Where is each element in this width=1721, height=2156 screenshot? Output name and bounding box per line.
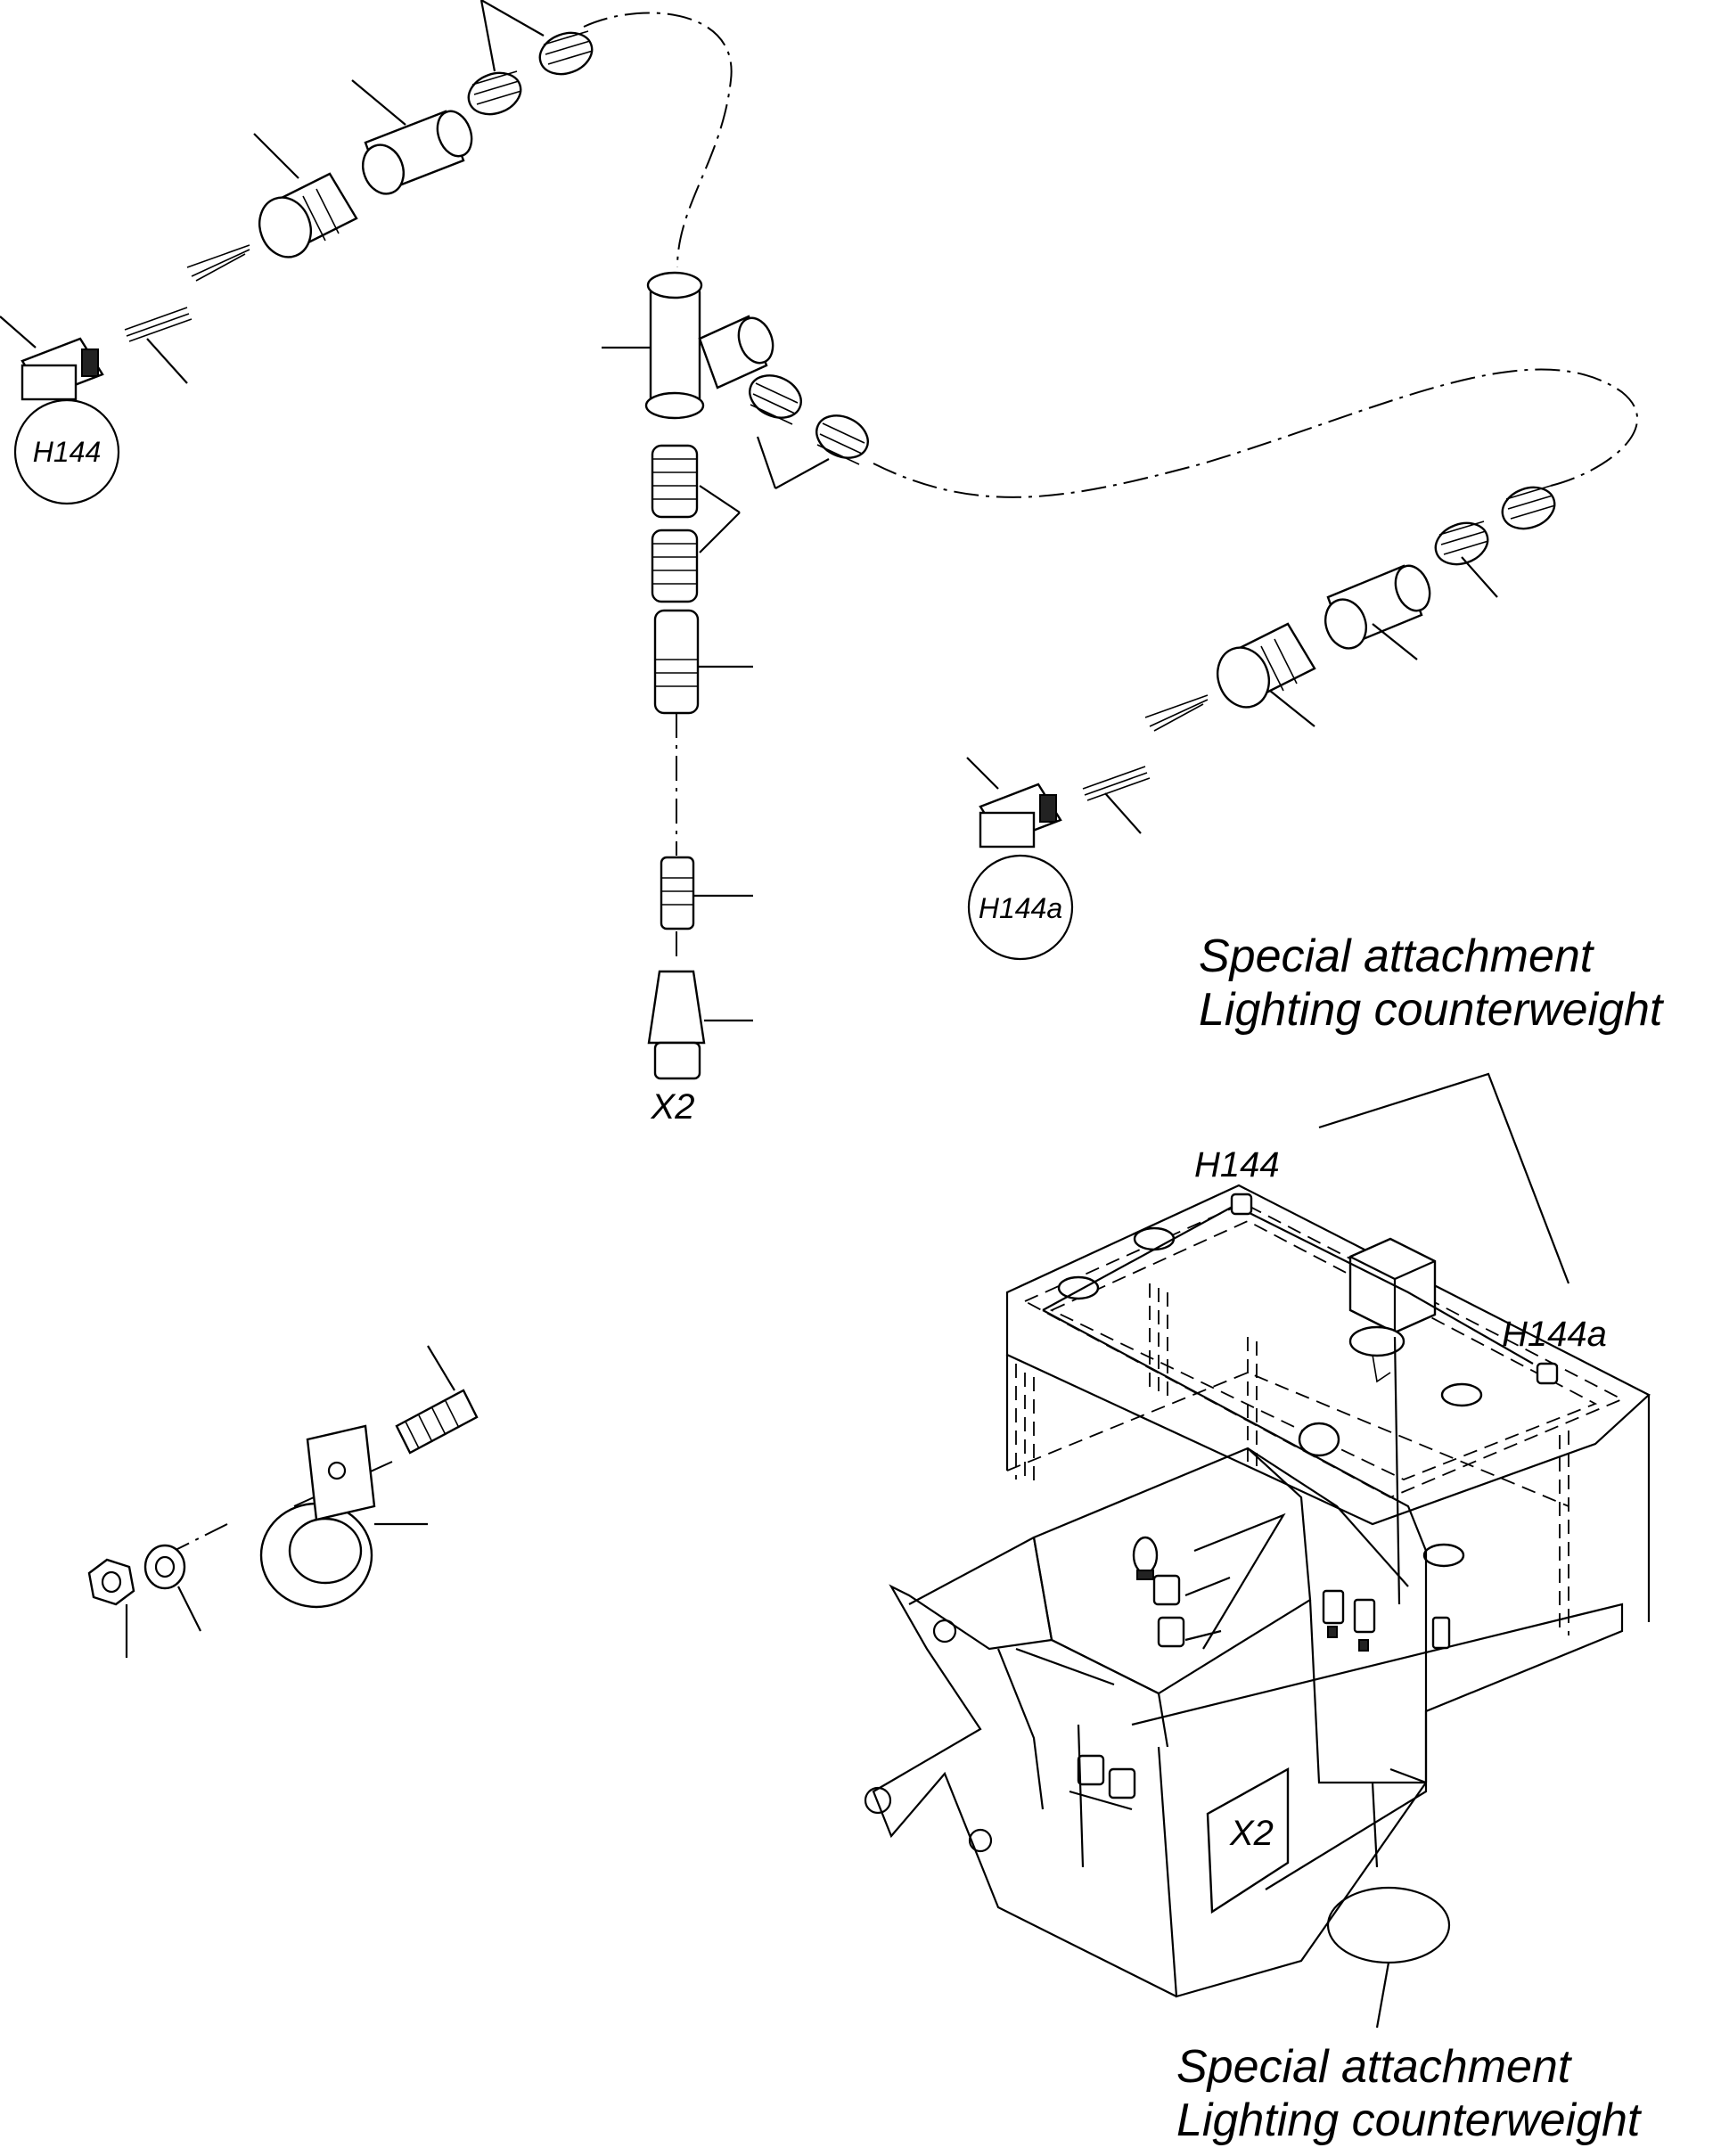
- wire-strands-top: [124, 307, 193, 342]
- work-lamp-pair-lower: [1069, 1754, 1136, 1811]
- cable-gland-right: [1217, 622, 1316, 727]
- h144a-circle-label: H144a: [979, 892, 1062, 924]
- x2-plug: [647, 970, 753, 1080]
- machine-frame: [864, 1447, 1624, 1998]
- union-nut-right: [1324, 564, 1431, 660]
- adapter-sleeve-vertical: [653, 609, 753, 715]
- caption-top-leader: [1318, 1072, 1570, 1284]
- h144a-callout-circle: [967, 854, 1074, 961]
- lock-washer: [143, 1544, 201, 1632]
- caption-bottom-line2: Lighting counterweight: [1176, 2095, 1643, 2146]
- cable-route-right: [873, 368, 1638, 498]
- union-nut-top: [351, 79, 473, 195]
- cable-route-top: [583, 12, 733, 268]
- wire-ends-top: [186, 244, 250, 282]
- h144-callout-circle: [13, 398, 120, 505]
- machine-counterweight-view: H144 H144a: [864, 1145, 1651, 2029]
- caption-top-line2: Lighting counterweight: [1199, 984, 1665, 1036]
- work-lamp-pair-upper: [1152, 1574, 1231, 1648]
- clamp-assembly: [87, 1345, 479, 1658]
- cushioned-clamp: [259, 1424, 428, 1609]
- h144-branch-assembly: H144: [0, 0, 733, 505]
- corrugated-sleeve-pair-top: [467, 0, 594, 116]
- x2-plug-label: X2: [651, 1087, 695, 1127]
- counterweight-box: [1005, 1184, 1651, 1635]
- bolt: [395, 1345, 479, 1455]
- h144-connector: [0, 316, 104, 401]
- corrugated-sleeve-pair-right: [749, 374, 869, 489]
- x2-box-label: X2: [1229, 1814, 1274, 1853]
- h144a-connector: [966, 757, 1062, 848]
- t-piece: [602, 271, 774, 420]
- h144-lamp: [1230, 1193, 1253, 1216]
- corrugated-sleeve-pair-vertical: [651, 444, 741, 603]
- cable-gland-top: [253, 133, 358, 258]
- harness-top-run: [1238, 1207, 1534, 1365]
- h144a-branch-assembly: H144a: [873, 368, 1638, 961]
- h144a-machine-label: H144a: [1502, 1315, 1607, 1354]
- beacon-lamp: [1132, 1536, 1159, 1580]
- relay-components: [1322, 1589, 1451, 1652]
- wire-ends-right: [1144, 694, 1209, 732]
- wire-strands-right: [1082, 766, 1151, 801]
- h144-circle-label: H144: [33, 436, 102, 468]
- hex-nut: [87, 1558, 135, 1658]
- caption-top-line1: Special attachment: [1199, 930, 1595, 982]
- cable-gland-vertical: [660, 856, 753, 930]
- junction-box-top: [1348, 1237, 1437, 1383]
- t-junction-assembly: X2: [602, 271, 869, 1127]
- h144a-lamp: [1536, 1362, 1559, 1385]
- corrugated-sleeve-pair-far-right: [1434, 485, 1556, 598]
- x2-socket-box: [1206, 1767, 1290, 1914]
- lighting-callout-ellipse: [1326, 1886, 1451, 1964]
- caption-bottom-line1: Special attachment: [1176, 2041, 1573, 2093]
- h144-machine-label: H144: [1194, 1145, 1280, 1185]
